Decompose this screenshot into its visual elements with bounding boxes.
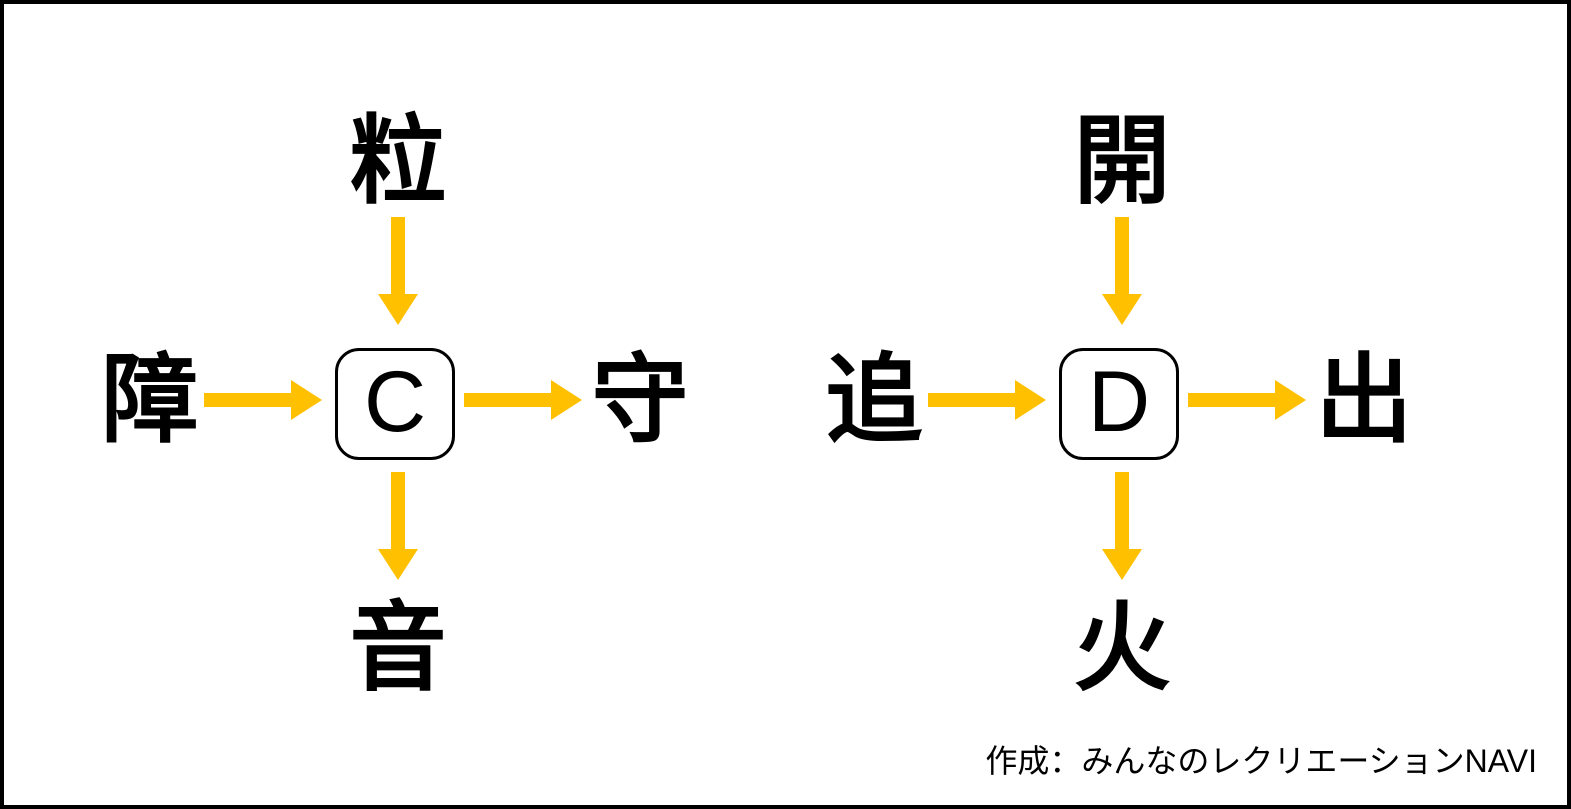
kanji-right: 出 xyxy=(1315,345,1413,455)
arrow-down-icon xyxy=(1102,217,1142,325)
kanji-right: 守 xyxy=(591,345,689,455)
kanji-left: 障 xyxy=(101,345,199,455)
arrow-down-icon xyxy=(1102,472,1142,580)
kanji-bottom: 火 xyxy=(1073,593,1171,703)
puzzle-d: 開 追 D 出 xyxy=(728,4,1513,805)
arrow-right-icon xyxy=(928,380,1046,420)
answer-letter: C xyxy=(363,354,427,450)
kanji-top: 開 xyxy=(1073,106,1171,216)
arrow-down-icon xyxy=(378,472,418,580)
arrow-right-icon xyxy=(464,380,582,420)
arrow-right-icon xyxy=(1188,380,1306,420)
puzzle-c: 粒 障 C 守 xyxy=(4,4,789,805)
kanji-left: 追 xyxy=(825,345,923,455)
credit-text: 作成：みんなのレクリエーションNAVI xyxy=(985,742,1537,779)
arrow-right-icon xyxy=(204,380,322,420)
arrow-down-icon xyxy=(378,217,418,325)
kanji-top: 粒 xyxy=(349,106,447,216)
answer-box: D xyxy=(1059,348,1179,460)
answer-letter: D xyxy=(1087,354,1151,450)
answer-box: C xyxy=(335,348,455,460)
kanji-bottom: 音 xyxy=(349,593,447,703)
